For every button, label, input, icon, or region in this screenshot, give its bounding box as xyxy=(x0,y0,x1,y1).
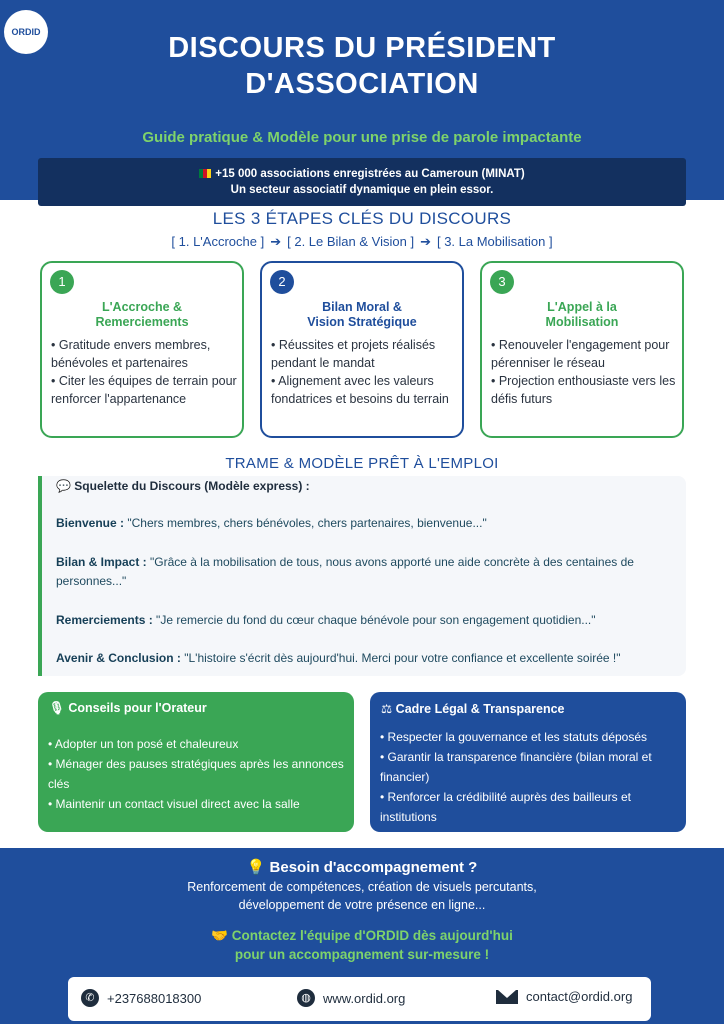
footer-cta-line: pour un accompagnement sur-mesure ! xyxy=(234,947,490,962)
page-title: DISCOURS DU PRÉSIDENT D'ASSOCIATION xyxy=(0,30,724,102)
page-subtitle: Guide pratique & Modèle pour une prise d… xyxy=(142,129,582,146)
template-line-label: Remerciements : xyxy=(56,613,153,627)
list-item: • Renforcer la crédibilité auprès des ba… xyxy=(380,790,631,824)
list-item: • Renouveler l'engagement pour pérennise… xyxy=(491,338,670,370)
step-card-list: • Gratitude envers membres, bénévoles et… xyxy=(51,336,239,408)
template-line-remerciements: Remerciements : "Je remercie du fond du … xyxy=(56,611,682,630)
step-card-accroche: 1 L'Accroche & Remerciements • Gratitude… xyxy=(40,261,244,438)
template-line-bienvenue: Bienvenue : "Chers membres, chers bénévo… xyxy=(56,514,682,533)
step-card-bilan: 2 Bilan Moral & Vision Stratégique • Réu… xyxy=(260,261,464,438)
website-link[interactable]: www.ordid.org xyxy=(323,990,406,1006)
step-card-title-line: Remerciements xyxy=(95,315,189,329)
step-card-list: • Renouveler l'engagement pour pérennise… xyxy=(491,336,679,408)
globe-icon: ◍ xyxy=(297,989,315,1007)
title-line-2: D'ASSOCIATION xyxy=(245,68,479,100)
footer-heading: 💡 Besoin d'accompagnement ? xyxy=(246,859,478,876)
flow-step-2: [ 2. Le Bilan & Vision ] xyxy=(287,234,415,249)
list-item: • Adopter un ton posé et chaleureux xyxy=(48,737,239,751)
ordid-logo[interactable]: ORDID xyxy=(4,10,48,54)
step-card-title-line: Vision Stratégique xyxy=(307,315,417,329)
arrow-right-icon: ➔ xyxy=(270,234,282,249)
step-card-title: L'Appel à la Mobilisation xyxy=(482,300,682,330)
footer-description-line: Renforcement de compétences, création de… xyxy=(187,880,537,894)
cameroon-flag-icon xyxy=(199,169,212,178)
template-line-text: "Je remercie du fond du cœur chaque béné… xyxy=(152,613,596,627)
list-item: • Ménager des pauses stratégiques après … xyxy=(48,757,344,791)
list-item: • Citer les équipes de terrain pour renf… xyxy=(51,374,237,406)
speaker-tips-box: 🎙 Conseils pour l'Orateur • Adopter un t… xyxy=(38,692,354,832)
list-item: • Gratitude envers membres, bénévoles et… xyxy=(51,338,211,370)
stat-line-1: +15 000 associations enregistrées au Cam… xyxy=(38,166,686,182)
step-card-title-line: L'Appel à la xyxy=(547,300,617,314)
steps-section-title: LES 3 ÉTAPES CLÉS DU DISCOURS xyxy=(212,209,512,228)
template-line-text: "L'histoire s'écrit dès aujourd'hui. Mer… xyxy=(180,651,621,665)
step-card-list: • Réussites et projets réalisés pendant … xyxy=(271,336,459,408)
speech-template-box: 💬 Squelette du Discours (Modèle express)… xyxy=(38,476,686,676)
template-heading: 💬 Squelette du Discours (Modèle express)… xyxy=(56,479,310,493)
title-line-1: DISCOURS DU PRÉSIDENT xyxy=(168,32,556,64)
list-item: • Réussites et projets réalisés pendant … xyxy=(271,338,436,370)
footer-cta: 🤝 Contactez l'équipe d'ORDID dès aujourd… xyxy=(0,926,724,964)
flow-step-1: [ 1. L'Accroche ] xyxy=(171,234,265,249)
list-item: • Maintenir un contact visuel direct ave… xyxy=(48,797,300,811)
template-line-text: "Chers membres, chers bénévoles, chers p… xyxy=(124,516,487,530)
footer-description-line: développement de votre présence en ligne… xyxy=(238,898,486,912)
step-card-mobilisation: 3 L'Appel à la Mobilisation • Renouveler… xyxy=(480,261,684,438)
template-line-label: Avenir & Conclusion : xyxy=(56,651,181,665)
step-card-title-line: Mobilisation xyxy=(545,315,619,329)
stat-line-1-text: +15 000 associations enregistrées au Cam… xyxy=(215,168,525,180)
email-link[interactable]: contact@ordid.org xyxy=(526,989,633,1004)
list-item: • Respecter la gouvernance et les statut… xyxy=(380,730,648,744)
flow-step-3: [ 3. La Mobilisation ] xyxy=(436,234,553,249)
contact-email[interactable]: contact@ordid.org xyxy=(496,989,632,1004)
step-card-title: L'Accroche & Remerciements xyxy=(42,300,242,330)
template-section-title: TRAME & MODÈLE PRÊT À L'EMPLOI xyxy=(225,455,499,472)
stat-line-2: Un secteur associatif dynamique en plein… xyxy=(230,184,494,196)
template-heading-text: 💬 Squelette du Discours (Modèle express)… xyxy=(56,479,310,493)
envelope-icon xyxy=(496,989,518,1004)
list-item: • Garantir la transparence financière (b… xyxy=(380,750,652,784)
footer-banner: 💡 Besoin d'accompagnement ? Renforcement… xyxy=(0,848,724,1024)
template-line-conclusion: Avenir & Conclusion : "L'histoire s'écri… xyxy=(56,649,682,668)
template-line-label: Bienvenue : xyxy=(56,516,125,530)
steps-flow: [ 1. L'Accroche ] ➔ [ 2. Le Bilan & Vision… xyxy=(0,234,724,250)
step-card-title-line: L'Accroche & xyxy=(101,300,183,314)
speaker-tips-title: 🎙 Conseils pour l'Orateur xyxy=(49,701,207,715)
footer-cta-line: 🤝 Contactez l'équipe d'ORDID dès aujourd… xyxy=(211,928,513,943)
template-line-bilan: Bilan & Impact : "Grâce à la mobilisatio… xyxy=(56,553,682,591)
step-number-badge: 3 xyxy=(490,270,514,294)
phone-number[interactable]: +237688018300 xyxy=(107,990,202,1006)
list-item: • Projection enthousiaste vers les défis… xyxy=(491,374,676,406)
legal-framework-title: ⚖ Cadre Légal & Transparence xyxy=(381,702,565,716)
stat-banner: +15 000 associations enregistrées au Cam… xyxy=(38,158,686,206)
contact-website[interactable]: ◍ www.ordid.org xyxy=(297,989,405,1007)
template-line-label: Bilan & Impact : xyxy=(56,555,147,569)
speaker-tips-list: • Adopter un ton posé et chaleureux • Mé… xyxy=(48,734,344,814)
arrow-right-icon: ➔ xyxy=(420,234,431,249)
template-line-text: "Grâce à la mobilisation de tous, nous a… xyxy=(56,555,634,588)
contact-bar: ✆ +237688018300 ◍ www.ordid.org contact@… xyxy=(68,977,651,1021)
legal-framework-box: ⚖ Cadre Légal & Transparence • Respecter… xyxy=(370,692,686,832)
logo-text: ORDID xyxy=(11,27,41,37)
footer-description: Renforcement de compétences, création de… xyxy=(0,878,724,914)
step-card-title: Bilan Moral & Vision Stratégique xyxy=(262,300,462,330)
legal-framework-list: • Respecter la gouvernance et les statut… xyxy=(380,727,676,827)
step-card-title-line: Bilan Moral & xyxy=(322,300,402,314)
phone-icon: ✆ xyxy=(81,989,99,1007)
list-item: • Alignement avec les valeurs fondatrice… xyxy=(271,374,449,406)
step-number-badge: 1 xyxy=(50,270,74,294)
contact-phone[interactable]: ✆ +237688018300 xyxy=(81,989,201,1007)
step-number-badge: 2 xyxy=(270,270,294,294)
